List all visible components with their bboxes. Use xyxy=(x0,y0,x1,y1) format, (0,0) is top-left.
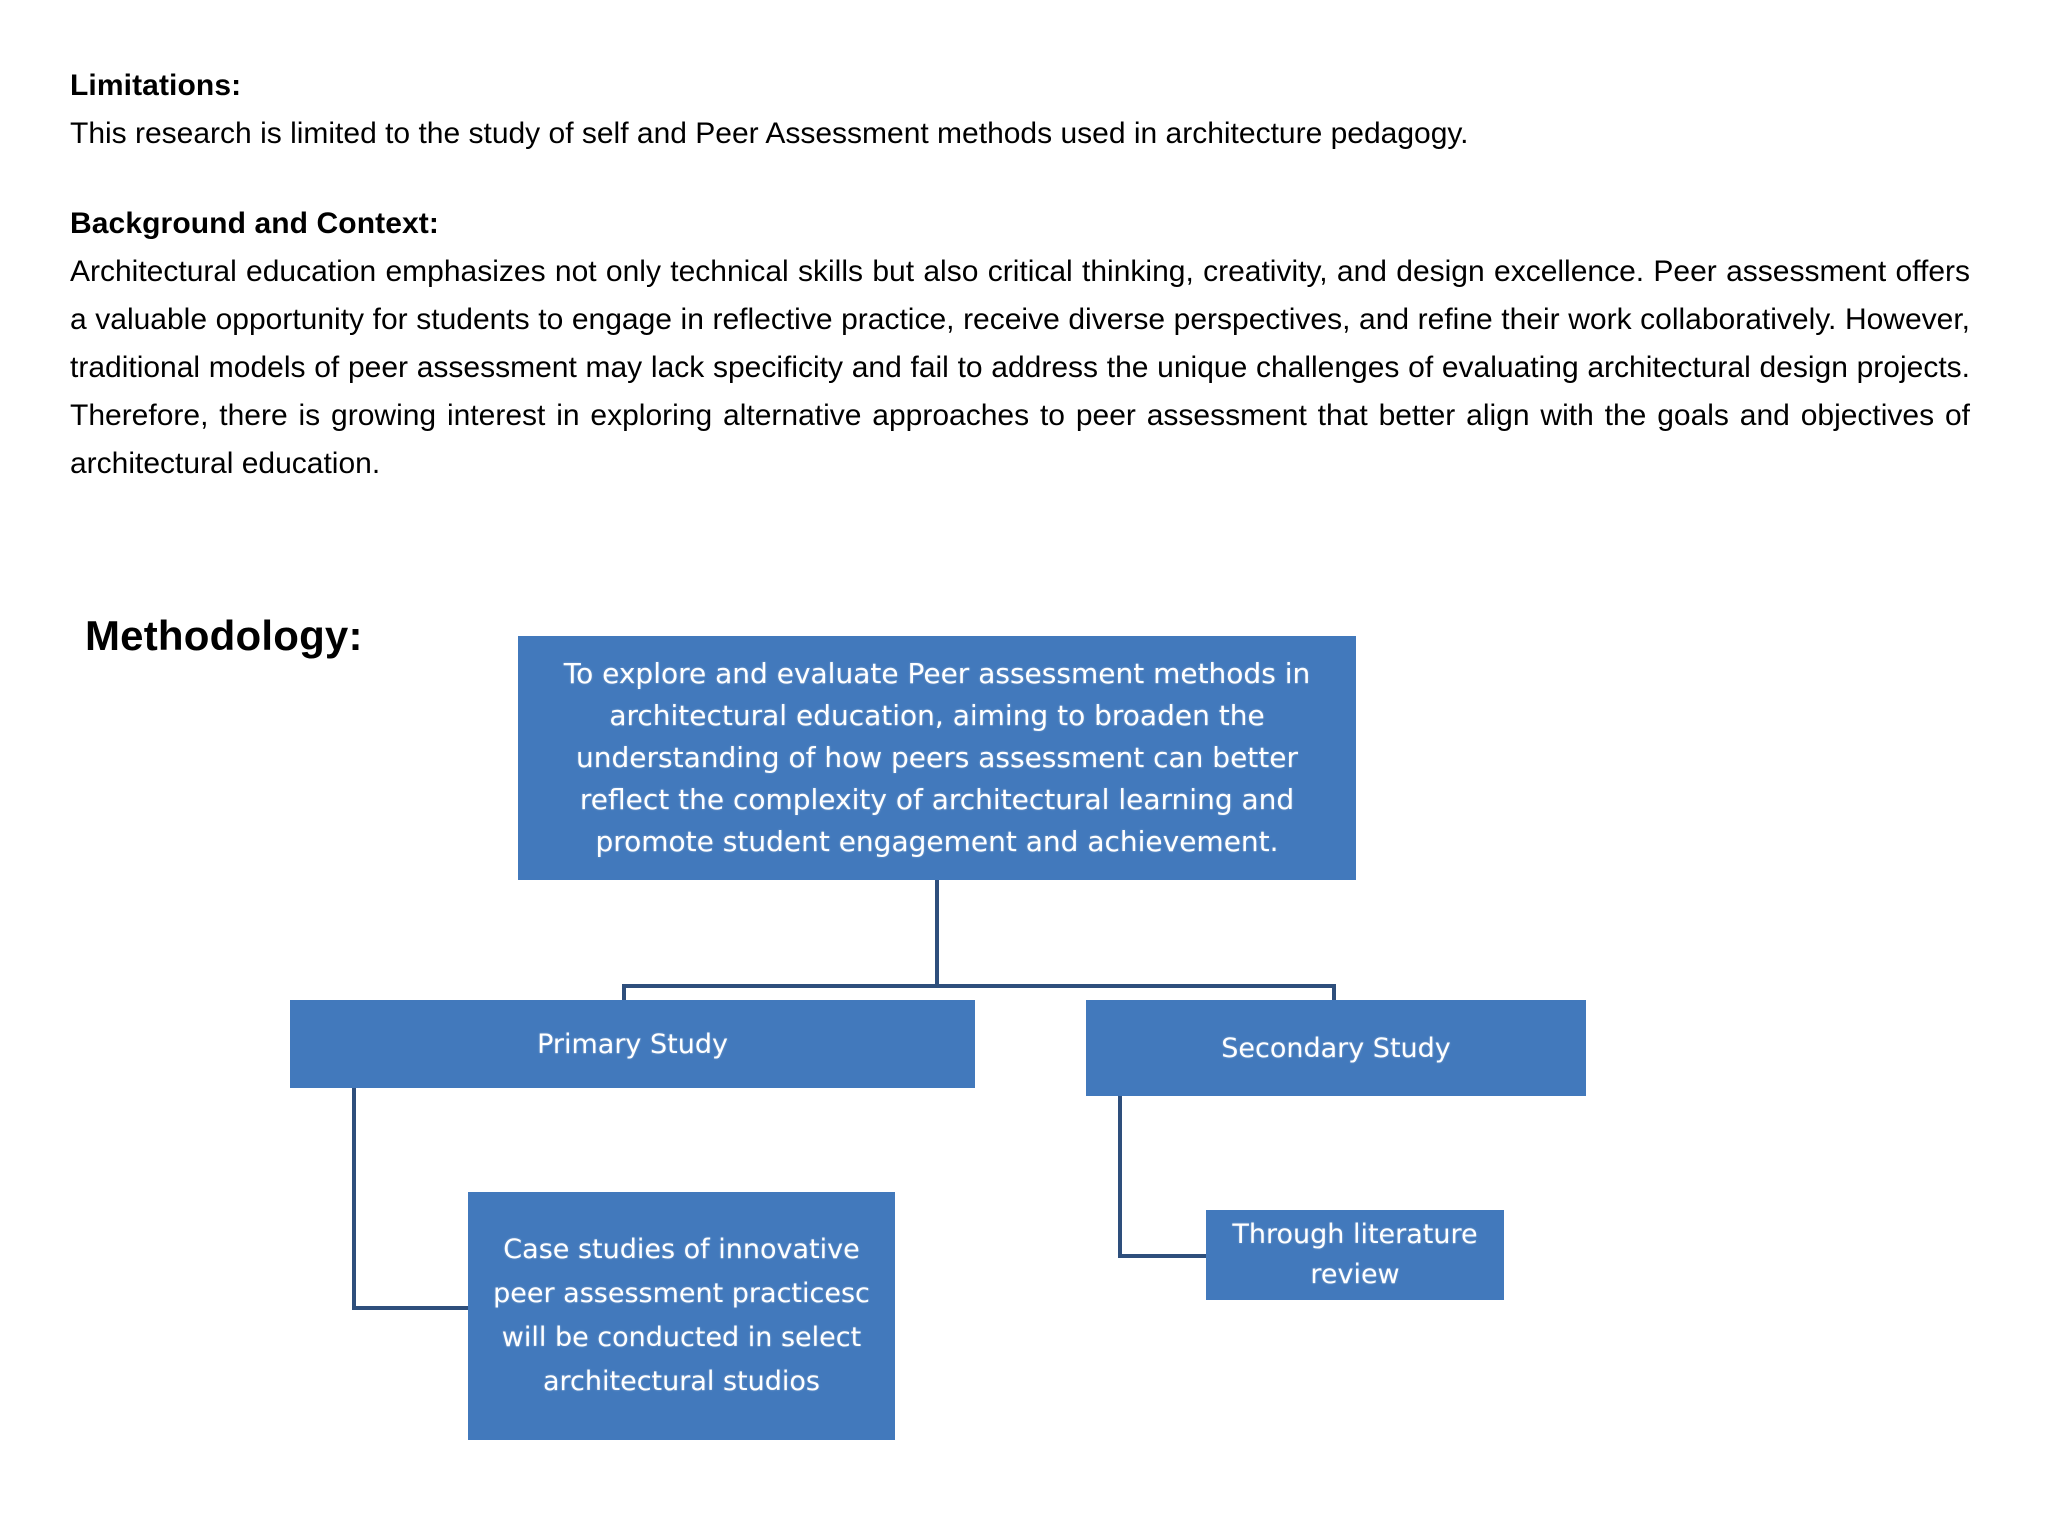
document-body: Limitations: This research is limited to… xyxy=(70,62,1970,488)
limitations-heading: Limitations: xyxy=(70,69,242,102)
connector-bus-to-primary xyxy=(622,984,626,1002)
flow-node-primary-study: Primary Study xyxy=(290,1000,975,1088)
connector-root-stem xyxy=(935,880,939,988)
flow-node-objective: To explore and evaluate Peer assessment … xyxy=(518,636,1356,880)
connector-primary-to-case xyxy=(352,1306,472,1310)
background-context-heading: Background and Context: xyxy=(70,207,439,240)
background-context-paragraph: Architectural education emphasizes not o… xyxy=(70,255,1970,480)
connector-root-bus xyxy=(622,984,1336,988)
connector-secondary-to-literature xyxy=(1118,1254,1210,1258)
limitations-text: This research is limited to the study of… xyxy=(70,117,1469,150)
flow-node-literature-review: Through literature review xyxy=(1206,1210,1504,1300)
methodology-heading: Methodology: xyxy=(85,612,363,659)
flow-node-case-studies: Case studies of innovative peer assessme… xyxy=(468,1192,895,1440)
connector-bus-to-secondary xyxy=(1332,984,1336,1002)
flow-node-secondary-study: Secondary Study xyxy=(1086,1000,1586,1096)
connector-secondary-down xyxy=(1118,1096,1122,1258)
connector-primary-down xyxy=(352,1088,356,1310)
